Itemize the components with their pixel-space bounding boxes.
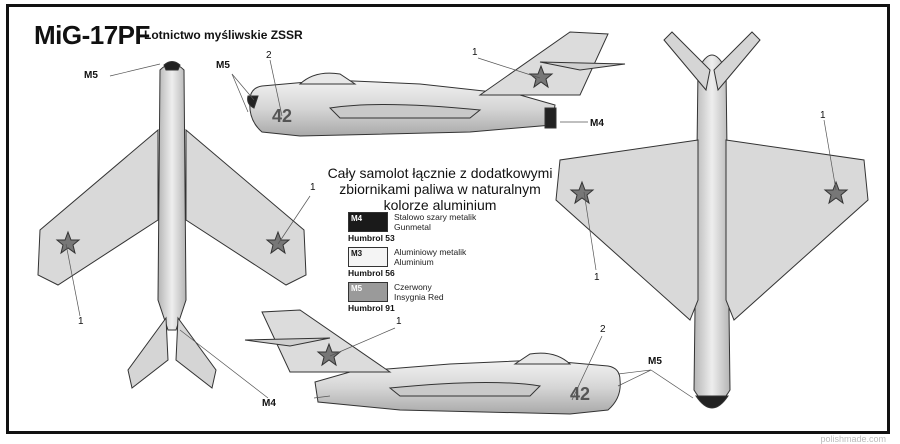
red-star-upper-tail: [528, 64, 554, 89]
red-star-left-wing: [55, 230, 81, 255]
legend-paint-m5: Humbrol 91: [348, 303, 395, 313]
finish-note: Cały samolot łącznie z dodatkowymi zbior…: [327, 165, 553, 213]
callout-m4-side-lower: M4: [262, 398, 276, 409]
red-star-right-wing: [265, 230, 291, 255]
legend-name-pl: Stalowo szary metalik: [394, 212, 477, 222]
page-title: MiG-17PF: [34, 20, 150, 50]
callout-1-side-upper: 1: [472, 47, 478, 58]
callout-1-top-right: 1: [310, 182, 316, 193]
aircraft-number-upper: 42: [272, 106, 292, 126]
side-view-lower: [244, 309, 621, 415]
bottom-view: [555, 31, 869, 409]
legend-name-pl: Czerwony: [394, 282, 432, 292]
legend-name-pl: Aluminiowy metalik: [394, 247, 467, 257]
callout-1-top-left: 1: [78, 316, 84, 327]
callout-1-bottom-left: 1: [594, 272, 600, 283]
top-view: [37, 61, 307, 389]
leader-lines: [65, 57, 837, 401]
color-swatch-m5: M5: [348, 282, 388, 302]
side-view-upper: [247, 31, 626, 137]
color-swatch-m3: M3: [348, 247, 388, 267]
callout-m5-top-view: M5: [84, 70, 98, 81]
callout-1-bottom-right: 1: [820, 110, 826, 121]
callout-m5-side-upper: M5: [216, 60, 230, 71]
watermark: polishmade.com: [820, 434, 886, 444]
callout-1-side-lower: 1: [396, 316, 402, 327]
red-star-lower-tail: [316, 342, 342, 367]
aircraft-number-lower: 42: [570, 384, 590, 404]
red-star-bottom-right: [823, 180, 849, 205]
legend-paint-m4: Humbrol 53: [348, 233, 395, 243]
legend-name-en: Insygnia Red: [394, 292, 444, 302]
callout-m4-side-upper: M4: [590, 118, 604, 129]
red-star-bottom-left: [569, 180, 595, 205]
legend-paint-m3: Humbrol 56: [348, 268, 395, 278]
page-subtitle: Lotnictwo myśliwskie ZSSR: [144, 28, 303, 42]
legend-name-en: Gunmetal: [394, 222, 431, 232]
callout-m5-side-lower: M5: [648, 356, 662, 367]
callout-2-side-upper: 2: [266, 50, 272, 61]
color-swatch-m4: M4: [348, 212, 388, 232]
callout-2-side-lower: 2: [600, 324, 606, 335]
legend-name-en: Aluminium: [394, 257, 434, 267]
